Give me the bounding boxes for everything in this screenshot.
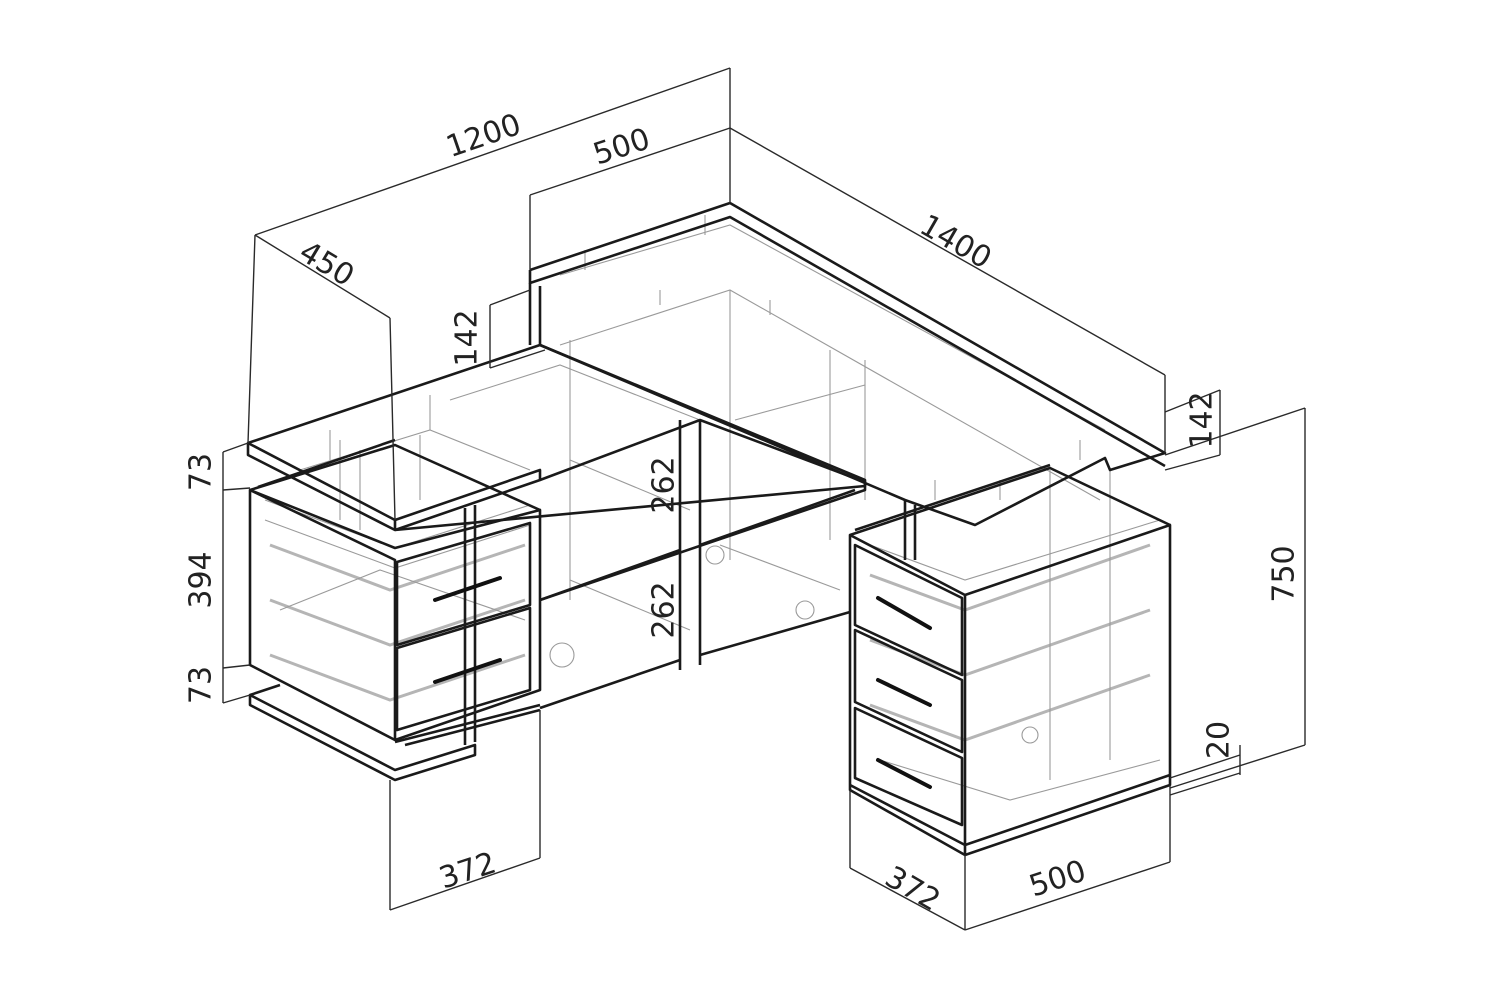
dim-142-right: 142 xyxy=(1185,391,1220,448)
right-drawer-2 xyxy=(853,628,964,754)
dim-500-top: 500 xyxy=(589,122,654,173)
right-drawer-3 xyxy=(853,706,964,827)
dim-20: 20 xyxy=(1202,721,1237,759)
handle-right-2 xyxy=(876,678,932,707)
handle-left-top xyxy=(433,576,502,602)
dim-262-upper: 262 xyxy=(647,456,682,513)
dim-394: 394 xyxy=(184,551,219,608)
handle-right-3 xyxy=(876,758,932,789)
right-drawer-1 xyxy=(853,543,964,677)
rear-tabletop xyxy=(529,201,1167,527)
dim-142-left: 142 xyxy=(450,309,485,366)
handle-left-bottom xyxy=(433,658,502,684)
shelf-unit xyxy=(539,418,867,602)
left-drawer-bottom xyxy=(395,606,532,732)
left-base xyxy=(248,693,477,782)
left-drawer-top xyxy=(395,521,532,647)
dim-372-right: 372 xyxy=(879,860,946,919)
dim-1200: 1200 xyxy=(442,107,526,165)
desk-outline xyxy=(246,201,1172,857)
handle-right-1 xyxy=(876,596,932,630)
hidden-structure xyxy=(264,215,1161,801)
dim-750: 750 xyxy=(1267,545,1302,602)
dim-73-bottom: 73 xyxy=(184,666,219,704)
left-pedestal xyxy=(248,488,397,742)
left-tabletop xyxy=(246,343,867,532)
dimension-lines xyxy=(222,67,1306,931)
drawer-handles xyxy=(433,576,932,789)
dim-372-left: 372 xyxy=(435,846,500,897)
dim-73-top: 73 xyxy=(184,453,219,491)
dim-262-lower: 262 xyxy=(647,581,682,638)
dim-1400: 1400 xyxy=(914,208,998,276)
dim-500-bottom: 500 xyxy=(1025,854,1090,905)
dim-450: 450 xyxy=(293,234,360,293)
